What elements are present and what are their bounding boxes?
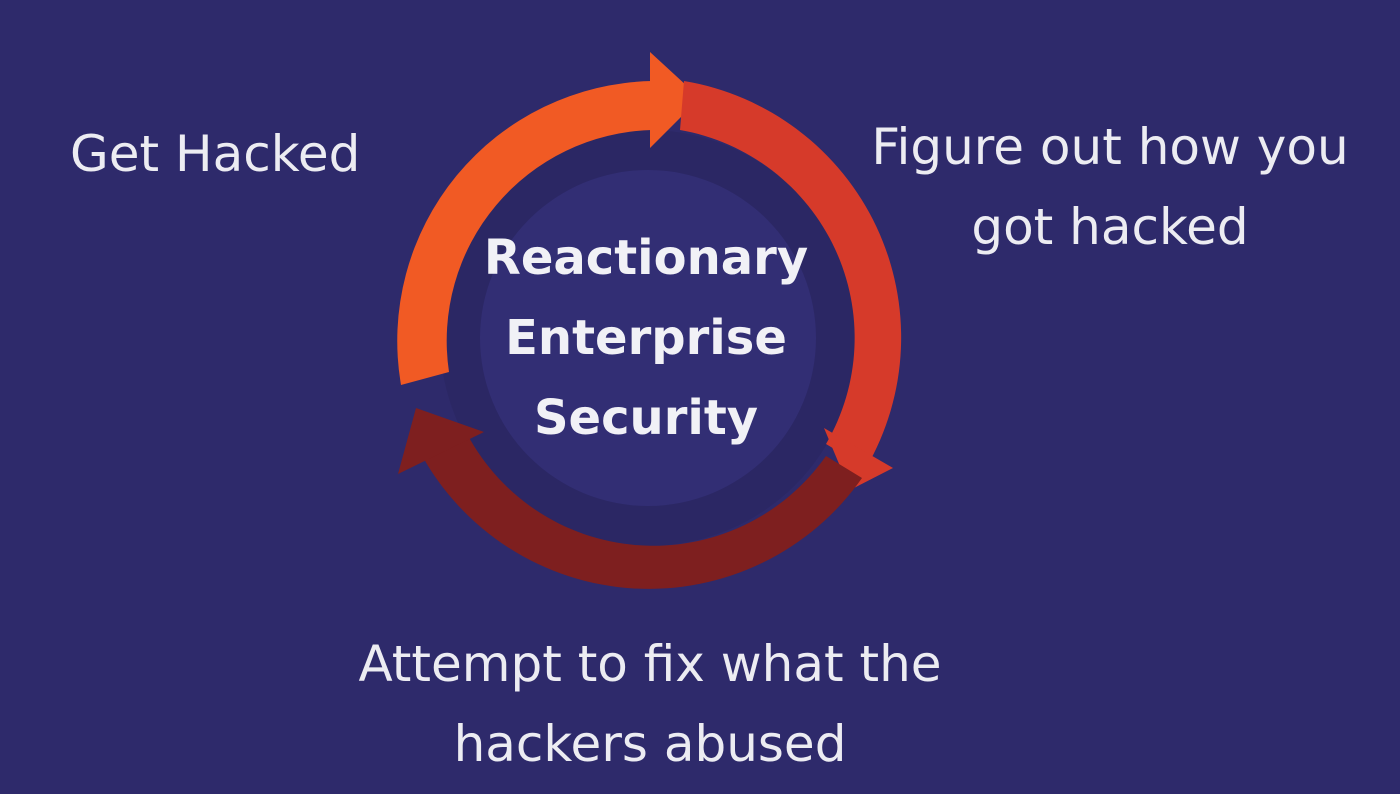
step-get-hacked-line-1: Get Hacked [70,125,361,183]
step-attempt-fix: Attempt to fix what the hackers abused [300,624,1000,784]
step-attempt-fix-line-1: Attempt to fix what the [358,635,942,693]
cycle-center-title: Reactionary Enterprise Security [446,218,846,458]
step-figure-out: Figure out how you got hacked [860,107,1360,267]
cycle-arc-orange [397,81,652,385]
arrowhead-red [824,428,893,490]
center-title-line-2: Enterprise [505,310,787,366]
step-figure-out-line-1: Figure out how you [871,118,1349,176]
arrowhead-dark-red [398,408,484,474]
cycle-arc-red [680,81,902,468]
cycle-arc-dark-red [420,428,862,589]
center-title-line-1: Reactionary [483,230,809,286]
step-figure-out-line-2: got hacked [971,198,1249,256]
step-get-hacked: Get Hacked [70,114,360,194]
inner-ring-halo [480,170,816,506]
arrowhead-orange [650,52,700,148]
center-title-line-3: Security [533,390,759,446]
step-attempt-fix-line-2: hackers abused [453,715,847,773]
